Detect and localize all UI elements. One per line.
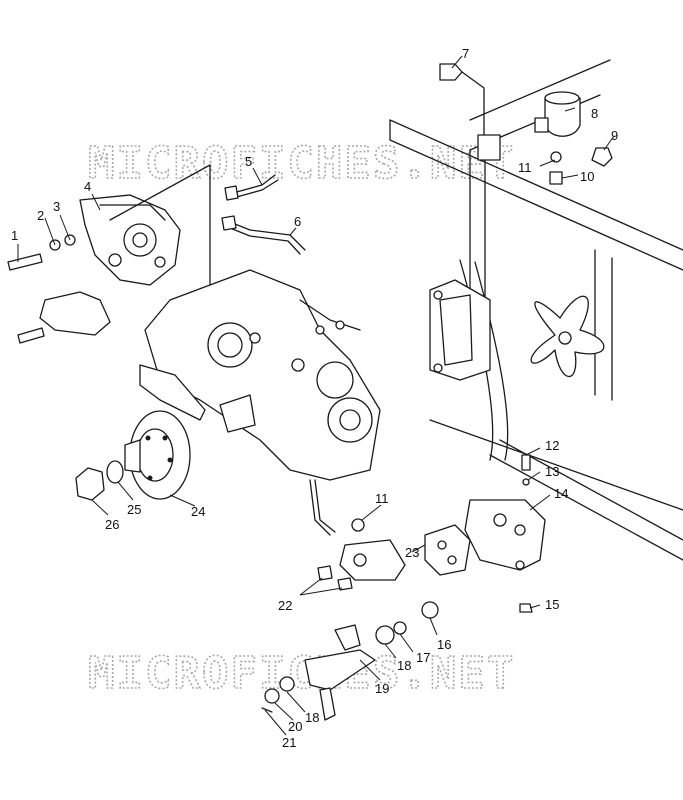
callout-22: 22 <box>278 598 292 613</box>
watermark-bottom: MICROFICHES.NET <box>88 648 515 699</box>
brake-pedal-lever <box>261 601 439 721</box>
callout-8: 8 <box>591 106 598 121</box>
callout-6: 6 <box>294 214 301 229</box>
cooling-fan <box>530 295 605 378</box>
master-cylinder-reservoir <box>439 63 613 185</box>
hex-nut <box>75 467 105 501</box>
callout-24: 24 <box>191 504 205 519</box>
washer <box>106 460 124 484</box>
callout-labels: 1 2 3 4 5 6 7 8 9 10 11 11 12 13 14 15 1… <box>11 46 618 750</box>
callout-7: 7 <box>462 46 469 61</box>
callout-19: 19 <box>375 681 389 696</box>
callout-5: 5 <box>245 154 252 169</box>
callout-15: 15 <box>545 597 559 612</box>
leader-lines <box>17 55 615 736</box>
callout-26: 26 <box>105 517 119 532</box>
callout-11b: 11 <box>375 491 389 506</box>
brake-disc <box>124 410 191 500</box>
master-cylinder <box>309 479 406 591</box>
callout-14: 14 <box>554 486 568 501</box>
callout-21: 21 <box>282 735 296 750</box>
engine-housing <box>139 269 381 481</box>
callout-20: 20 <box>288 719 302 734</box>
frame-bracket <box>429 279 491 381</box>
callout-16: 16 <box>437 637 451 652</box>
callout-18b: 18 <box>305 710 319 725</box>
callout-11: 11 <box>518 160 532 175</box>
callout-4: 4 <box>84 179 91 194</box>
callout-25: 25 <box>127 502 141 517</box>
callout-23: 23 <box>405 545 419 560</box>
watermark-top: MICROFICHES.NET <box>88 138 515 189</box>
callout-12: 12 <box>545 438 559 453</box>
brake-caliper-assembly <box>7 164 211 371</box>
callout-2: 2 <box>37 208 44 223</box>
brake-line <box>221 174 306 255</box>
callout-9: 9 <box>611 128 618 143</box>
callout-17: 17 <box>416 650 430 665</box>
callout-18: 18 <box>397 658 411 673</box>
callout-13: 13 <box>545 464 559 479</box>
pedal-bracket <box>424 454 546 613</box>
callout-3: 3 <box>53 199 60 214</box>
callout-1: 1 <box>11 228 18 243</box>
callout-10: 10 <box>580 169 594 184</box>
